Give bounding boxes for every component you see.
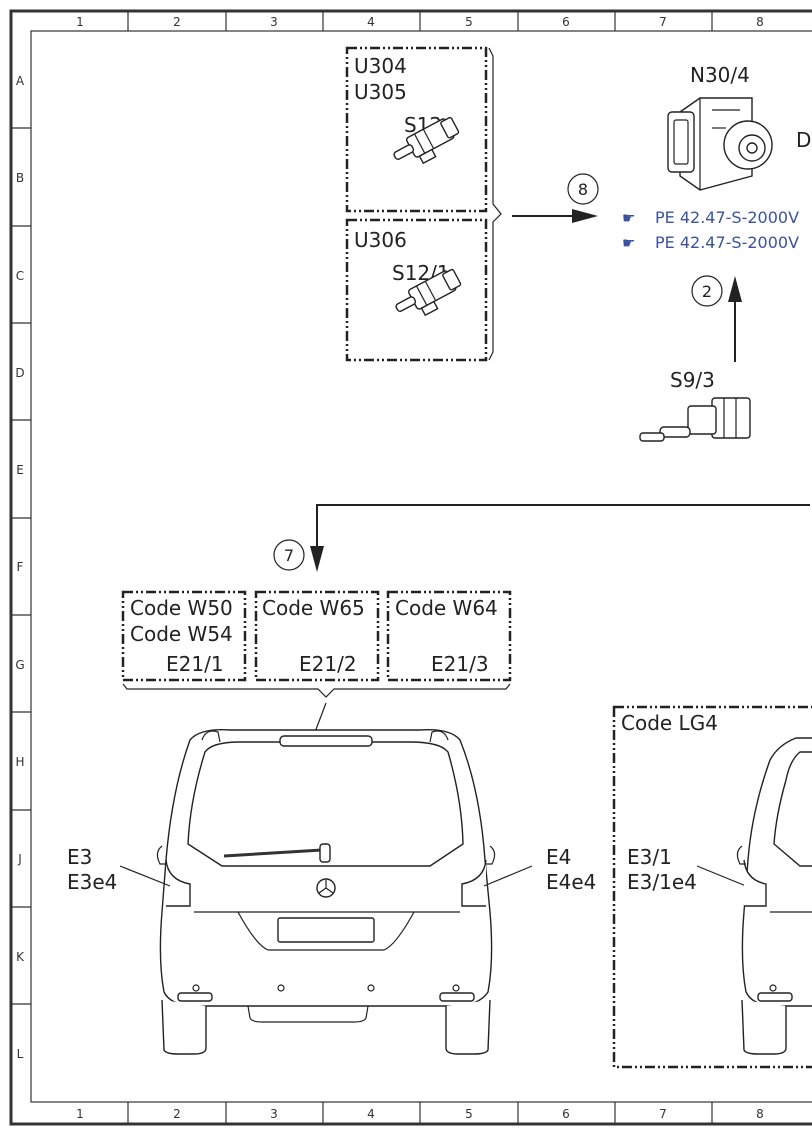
row-label: H — [15, 755, 24, 769]
row-label: G — [15, 658, 24, 672]
row-label: C — [16, 269, 24, 283]
switch-group-top: U304 U305 S12 U306 S12/1 — [345, 46, 502, 362]
abs-module-icon — [667, 97, 773, 191]
code-label: Code W54 — [130, 622, 233, 646]
group-brace — [122, 683, 511, 698]
component-label-e3e4: E3e4 — [67, 870, 117, 894]
rear-wiper — [223, 848, 323, 858]
col-label-top: 5 — [465, 15, 473, 29]
col-label-bottom: 3 — [270, 1107, 278, 1121]
pointing-hand-icon: ☛ — [622, 209, 635, 227]
tail-light-left — [743, 859, 767, 907]
callout-number: 2 — [702, 282, 712, 301]
code-label: Code LG4 — [621, 711, 718, 735]
component-label-e21-2: E21/2 — [299, 652, 357, 676]
leader-line — [119, 865, 171, 887]
vehicle-rear-view-partial — [736, 737, 812, 1055]
code-label: U304 — [354, 54, 407, 78]
tire-left — [741, 999, 787, 1055]
tail-light-right — [461, 859, 487, 907]
group-brace — [488, 47, 502, 361]
tail-light-left — [165, 859, 191, 907]
col-label-top: 8 — [756, 15, 764, 29]
vehicle-rear-view: E3 E3e4 E4 E4e4 — [67, 729, 596, 1055]
cut-off-label: D — [796, 128, 811, 152]
component-label-e3-1e4: E3/1e4 — [627, 870, 697, 894]
code-box-w64 — [386, 590, 512, 682]
code-box-u304-u305 — [345, 46, 488, 213]
col-label-top: 2 — [173, 15, 181, 29]
row-label: B — [16, 171, 24, 185]
col-label-bottom: 8 — [756, 1107, 764, 1121]
connection-arrow-2: 2 — [691, 275, 742, 362]
row-label: F — [17, 560, 24, 574]
row-label: A — [16, 74, 25, 88]
code-label: Code W50 — [130, 596, 233, 620]
outer-frame — [9, 9, 812, 1126]
col-label-top: 7 — [659, 15, 667, 29]
callout-number: 8 — [578, 180, 588, 199]
connection-arrow-8: 8 — [512, 173, 599, 223]
col-label-top: 6 — [562, 15, 570, 29]
leader-line — [483, 865, 533, 887]
leader-line — [696, 865, 747, 887]
col-label-top: 4 — [367, 15, 375, 29]
code-label: U305 — [354, 80, 407, 104]
switch-s12-icon — [393, 116, 460, 165]
col-label-bottom: 4 — [367, 1107, 375, 1121]
brake-light-switch-icon — [639, 397, 751, 442]
rear-window — [187, 741, 464, 867]
tire-right — [445, 999, 491, 1055]
sensor-s9-3: S9/3 — [639, 368, 751, 442]
col-label-bottom: 6 — [562, 1107, 570, 1121]
code-box-w50-w54 — [121, 590, 247, 682]
component-label-e21-3: E21/3 — [431, 652, 489, 676]
third-brake-light — [279, 735, 373, 747]
code-box-lg4: Code LG4 E3/1 E3/1e4 — [612, 705, 812, 1069]
component-label-e4e4: E4e4 — [546, 870, 596, 894]
tire-left — [161, 999, 207, 1055]
component-label-s9-3: S9/3 — [670, 368, 715, 392]
license-plate — [277, 917, 375, 943]
col-label-bottom: 1 — [76, 1107, 84, 1121]
row-label: D — [15, 366, 24, 380]
component-label-e21-1: E21/1 — [166, 652, 224, 676]
component-label-e3-1: E3/1 — [627, 845, 672, 869]
reference-link[interactable]: PE 42.47-S-2000V — [655, 233, 799, 252]
col-label-top: 3 — [270, 15, 278, 29]
reference-row-2[interactable]: ☛ PE 42.47-S-2000V — [622, 233, 799, 252]
col-label-bottom: 7 — [659, 1107, 667, 1121]
row-label: E — [16, 463, 24, 477]
code-box-lg4-frame — [612, 705, 812, 1069]
module-n30-4: N30/4 D ☛ PE 42.47-S-2000V ☛ PE 42.47-S-… — [622, 63, 811, 252]
col-label-bottom: 5 — [465, 1107, 473, 1121]
reference-link[interactable]: PE 42.47-S-2000V — [655, 208, 799, 227]
component-label-e4: E4 — [546, 845, 571, 869]
pointing-hand-icon: ☛ — [622, 234, 635, 252]
col-label-bottom: 2 — [173, 1107, 181, 1121]
switch-s12-1-icon — [395, 268, 462, 317]
col-label-top: 1 — [76, 15, 84, 29]
row-label: J — [17, 852, 22, 866]
connection-arrow-7: 7 — [273, 504, 810, 572]
brake-light-code-boxes: Code W50 Code W54 E21/1 Code W65 E21/2 C… — [121, 590, 512, 741]
code-label: Code W65 — [262, 596, 365, 620]
code-box-u306 — [345, 218, 488, 362]
code-box-w65 — [254, 590, 380, 682]
column-grid — [127, 11, 713, 1124]
code-label: Code W64 — [395, 596, 498, 620]
callout-number: 7 — [284, 546, 294, 565]
row-grid — [11, 127, 31, 1005]
inner-frame — [30, 30, 812, 1103]
reference-row-1[interactable]: ☛ PE 42.47-S-2000V — [622, 208, 799, 227]
code-label: U306 — [354, 228, 407, 252]
row-label: L — [17, 1047, 24, 1061]
component-label-n30-4: N30/4 — [690, 63, 750, 87]
component-label-e3: E3 — [67, 845, 92, 869]
row-label: K — [16, 950, 25, 964]
